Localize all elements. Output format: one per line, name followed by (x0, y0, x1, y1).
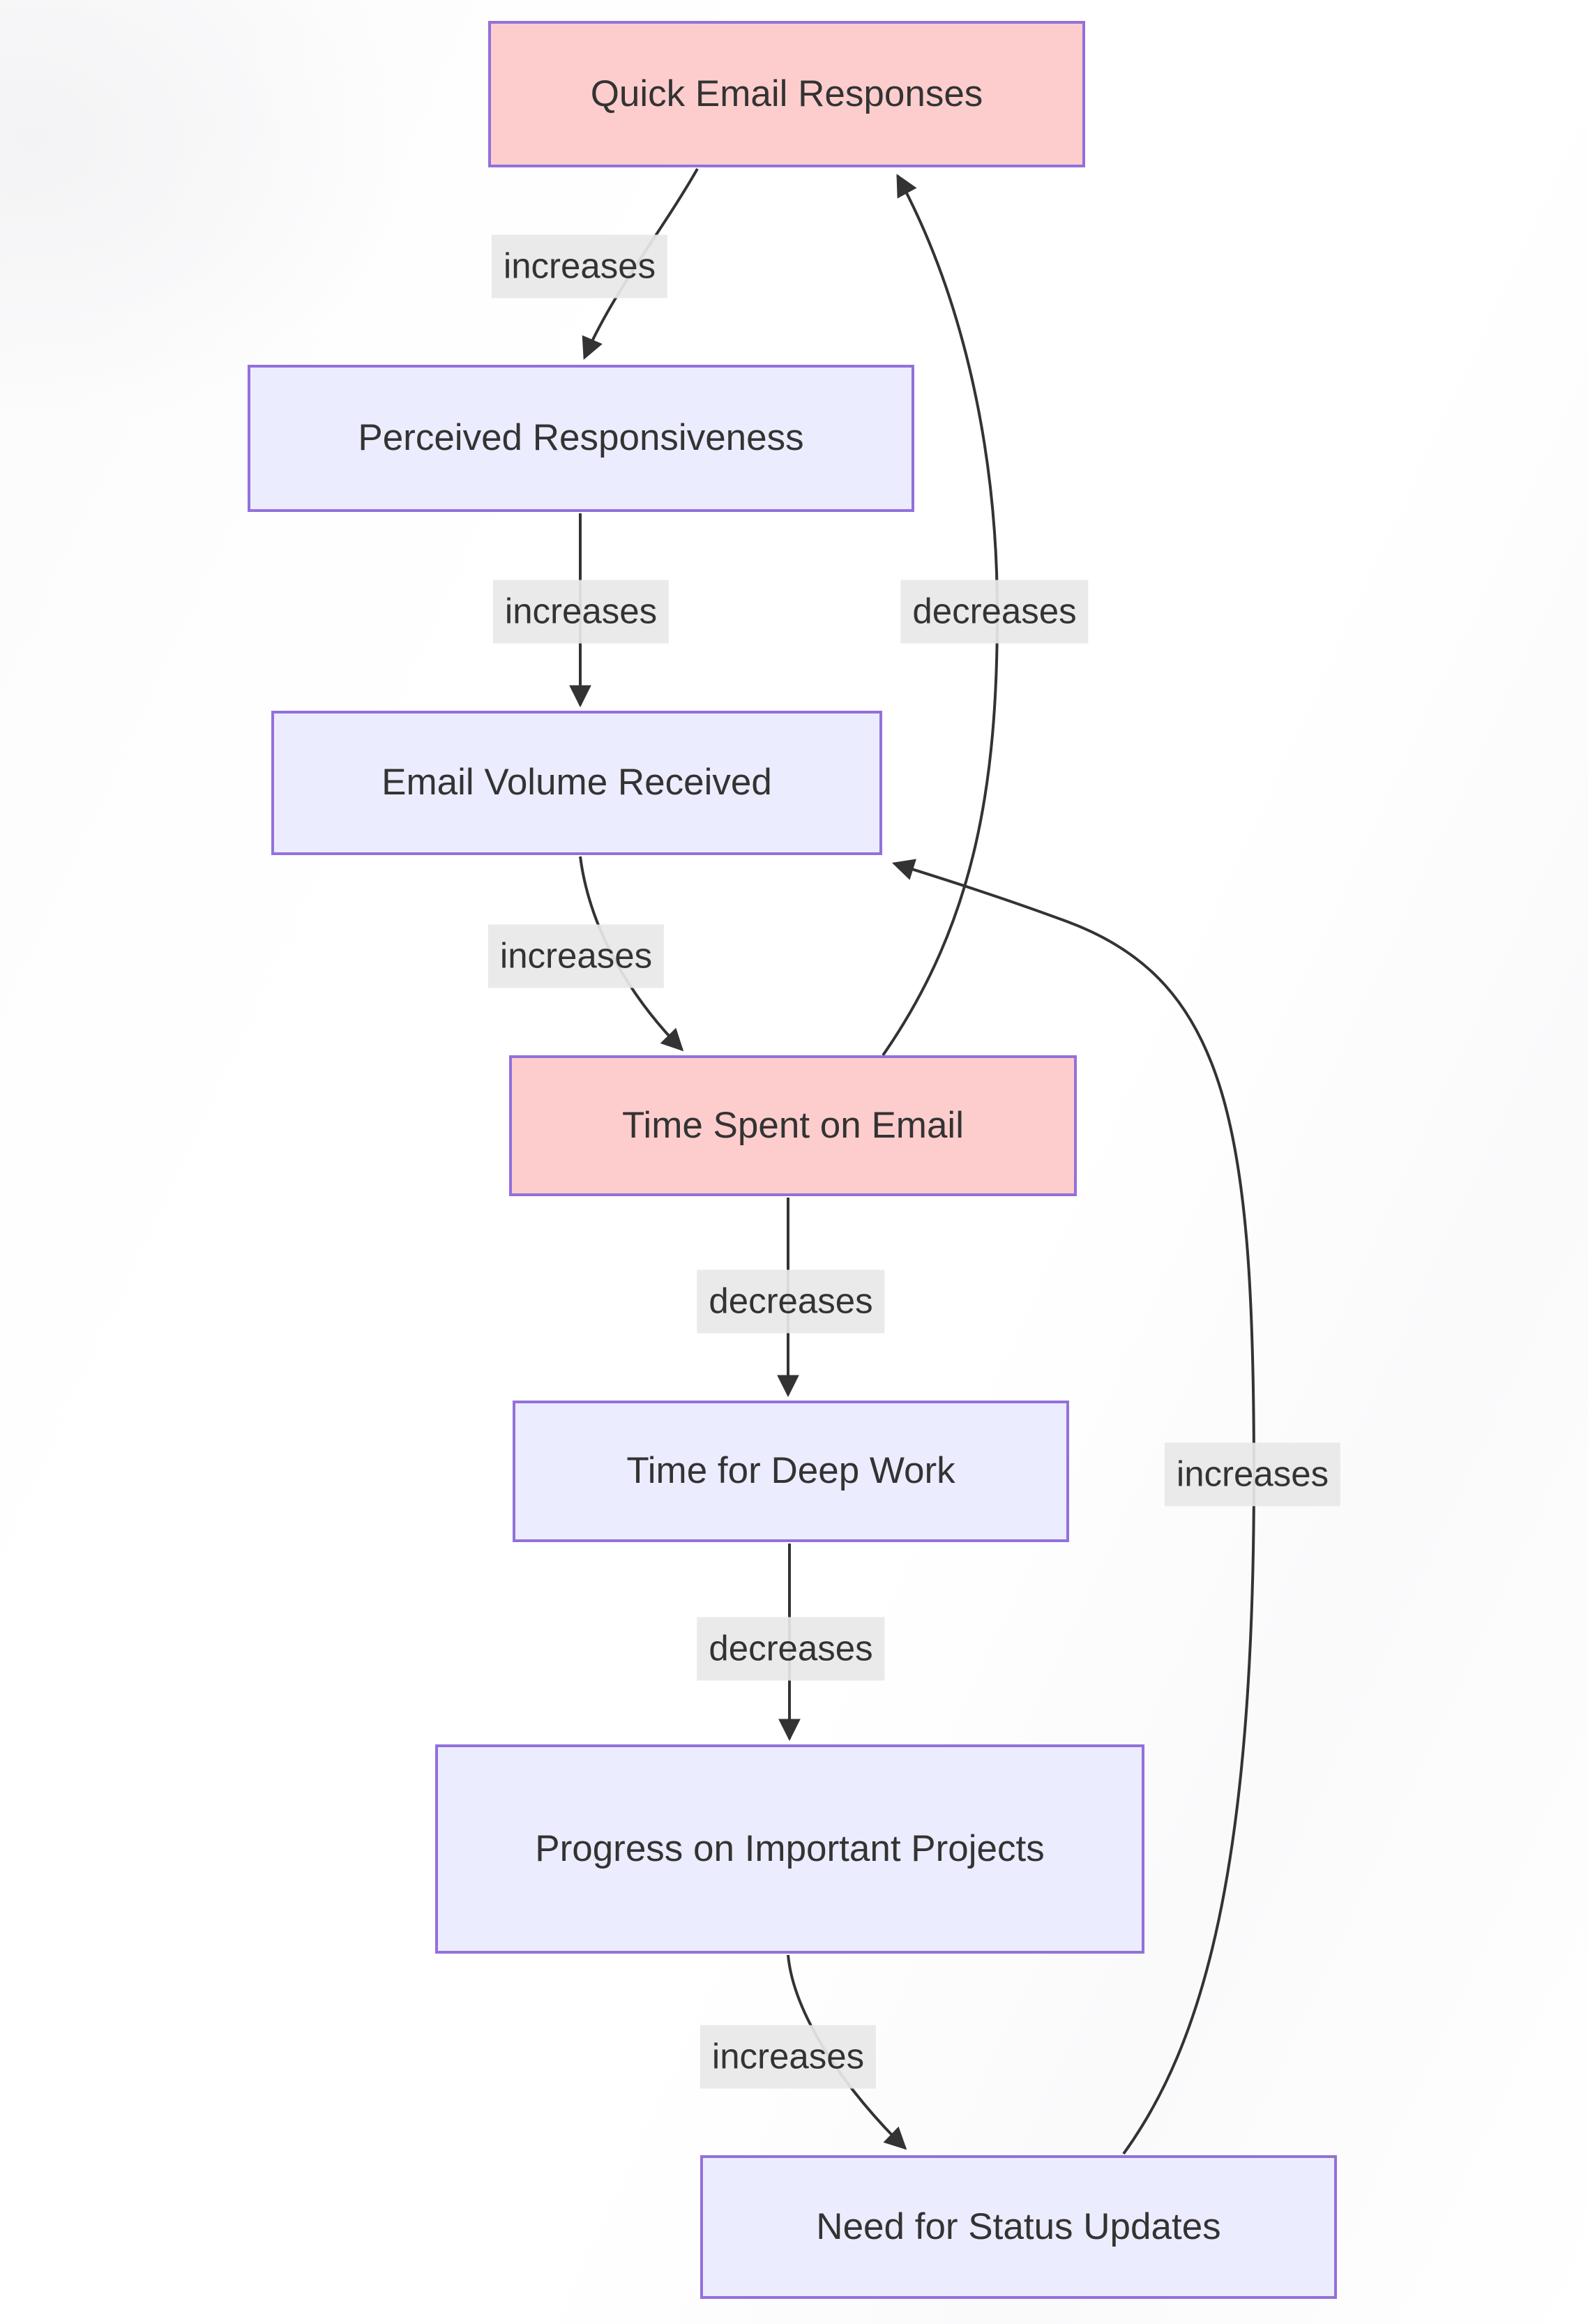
node-email-volume-received: Email Volume Received (271, 711, 882, 855)
node-quick-email-responses: Quick Email Responses (488, 21, 1085, 167)
edge-label-evr-to-tse: increases (487, 924, 665, 988)
node-need-for-status-updates: Need for Status Updates (700, 2155, 1337, 2299)
edge-label-tse-to-qer: decreases (900, 580, 1089, 644)
node-perceived-responsiveness: Perceived Responsiveness (248, 365, 914, 512)
node-label: Progress on Important Projects (535, 1827, 1045, 1869)
edge-label-nsu-to-evr: increases (1164, 1442, 1341, 1507)
node-time-spent-on-email: Time Spent on Email (509, 1055, 1077, 1196)
node-label: Perceived Responsiveness (358, 417, 804, 459)
edge-label-tse-to-tdw: decreases (697, 1269, 885, 1334)
node-label: Need for Status Updates (816, 2205, 1221, 2247)
node-label: Quick Email Responses (590, 73, 983, 114)
node-time-for-deep-work: Time for Deep Work (513, 1401, 1069, 1542)
edge-label-qer-to-pr: increases (491, 234, 668, 299)
edge-nsu-to-evr-arrow (891, 859, 1256, 2155)
node-progress-on-important-projects: Progress on Important Projects (435, 1744, 1144, 1954)
node-label: Email Volume Received (381, 762, 772, 803)
edge-label-pip-to-nsu: increases (700, 2025, 877, 2089)
node-label: Time Spent on Email (622, 1104, 964, 1146)
edge-label-tdw-to-pip: decreases (697, 1617, 885, 1681)
edge-label-pr-to-evr: increases (492, 580, 670, 644)
node-label: Time for Deep Work (626, 1450, 955, 1492)
